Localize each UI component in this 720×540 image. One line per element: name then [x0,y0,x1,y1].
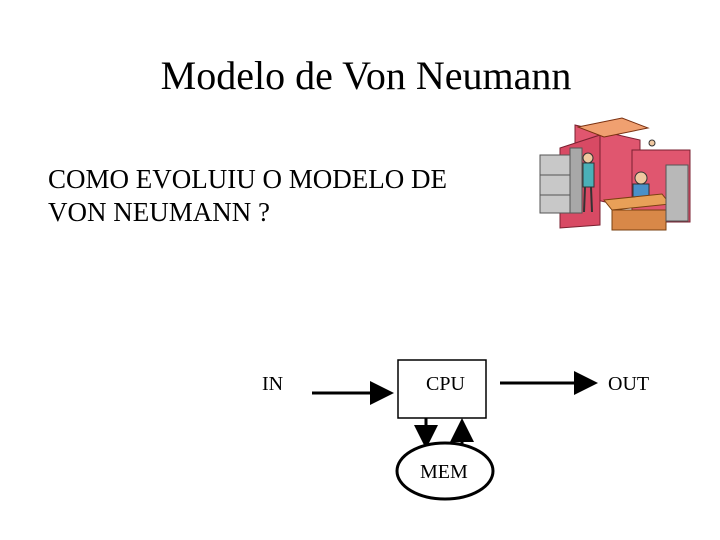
input-label: IN [262,372,283,396]
memory-label: MEM [420,460,468,484]
output-label: OUT [608,372,649,396]
cpu-label: CPU [426,372,465,396]
